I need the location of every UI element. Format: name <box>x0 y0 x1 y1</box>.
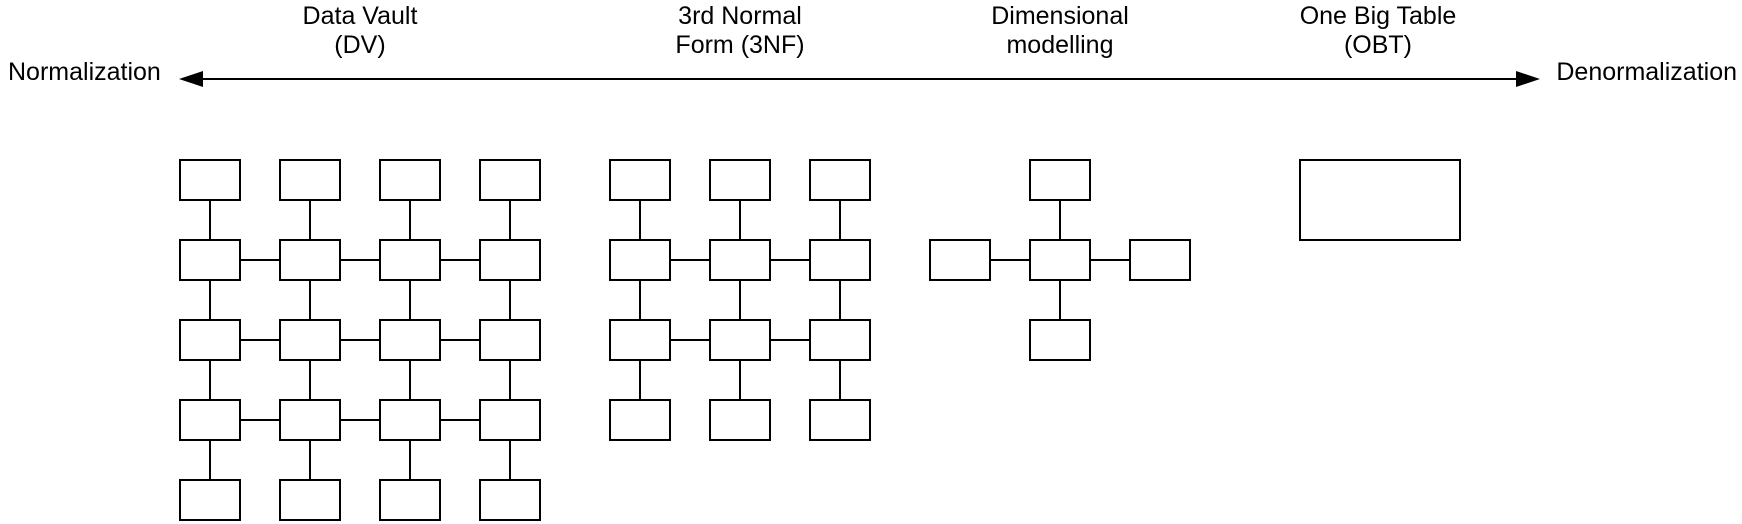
spectrum-arrow <box>179 71 1540 87</box>
data-vault-schema <box>179 159 541 521</box>
dimensional-star-schema-table-box <box>929 239 991 281</box>
data-vault-schema-table-box <box>179 479 241 521</box>
normalization-label: Normalization <box>8 58 161 86</box>
dimensional-star-schema-table-box <box>1029 239 1091 281</box>
third-normal-form-schema <box>609 159 871 441</box>
data-vault-schema-table-box <box>379 399 441 441</box>
one-big-table-table-box <box>1299 159 1461 241</box>
third-normal-form-schema-table-box <box>709 399 771 441</box>
data-vault-schema-table-box <box>379 479 441 521</box>
third-normal-form-schema-table-box <box>609 239 671 281</box>
dimensional-star-schema-table-box <box>1129 239 1191 281</box>
one-big-table-label-line2: (OBT) <box>1343 31 1413 59</box>
dimensional-star-schema-table-box <box>1029 319 1091 361</box>
third-normal-form-schema-table-box <box>809 159 871 201</box>
data-vault-label: Data Vault(DV) <box>303 2 418 60</box>
data-vault-schema-table-box <box>479 239 541 281</box>
data-vault-label-line1: Data Vault <box>302 2 418 30</box>
data-vault-schema-table-box <box>179 319 241 361</box>
dimensional-label-line2: modelling <box>1006 31 1114 59</box>
3nf-label-line1: 3rd Normal <box>678 2 802 30</box>
dimensional-star-schema <box>929 159 1191 361</box>
data-vault-schema-table-box <box>379 319 441 361</box>
third-normal-form-schema-table-box <box>809 239 871 281</box>
third-normal-form-schema-table-box <box>709 319 771 361</box>
third-normal-form-schema-table-box <box>809 399 871 441</box>
dimensional-star-schema-table-box <box>1029 159 1091 201</box>
3nf-label-line2: Form (3NF) <box>675 31 805 59</box>
one-big-table-label-line1: One Big Table <box>1299 2 1457 30</box>
data-vault-schema-table-box <box>279 159 341 201</box>
one-big-table-label: One Big Table(OBT) <box>1300 2 1457 60</box>
dimensional-label-line1: Dimensional <box>991 2 1129 30</box>
third-normal-form-schema-table-box <box>709 159 771 201</box>
one-big-table <box>1299 159 1461 241</box>
data-vault-schema-table-box <box>279 479 341 521</box>
data-vault-schema-table-box <box>379 239 441 281</box>
data-vault-schema-table-box <box>479 479 541 521</box>
data-vault-schema-table-box <box>179 239 241 281</box>
data-vault-schema-table-box <box>479 319 541 361</box>
arrowhead-right-icon <box>1516 71 1540 87</box>
third-normal-form-schema-table-box <box>609 319 671 361</box>
data-vault-schema-table-box <box>179 159 241 201</box>
data-vault-schema-table-box <box>479 399 541 441</box>
third-normal-form-schema-table-box <box>609 399 671 441</box>
denormalization-label: Denormalization <box>1556 58 1737 86</box>
data-vault-schema-table-box <box>179 399 241 441</box>
third-normal-form-schema-table-box <box>709 239 771 281</box>
data-vault-schema-table-box <box>379 159 441 201</box>
third-normal-form-schema-table-box <box>609 159 671 201</box>
data-vault-schema-table-box <box>279 399 341 441</box>
third-normal-form-schema-table-box <box>809 319 871 361</box>
data-vault-schema-table-box <box>479 159 541 201</box>
data-vault-schema-table-box <box>279 239 341 281</box>
data-vault-schema-table-box <box>279 319 341 361</box>
arrowhead-left-icon <box>179 71 203 87</box>
data-vault-label-line2: (DV) <box>334 31 386 59</box>
